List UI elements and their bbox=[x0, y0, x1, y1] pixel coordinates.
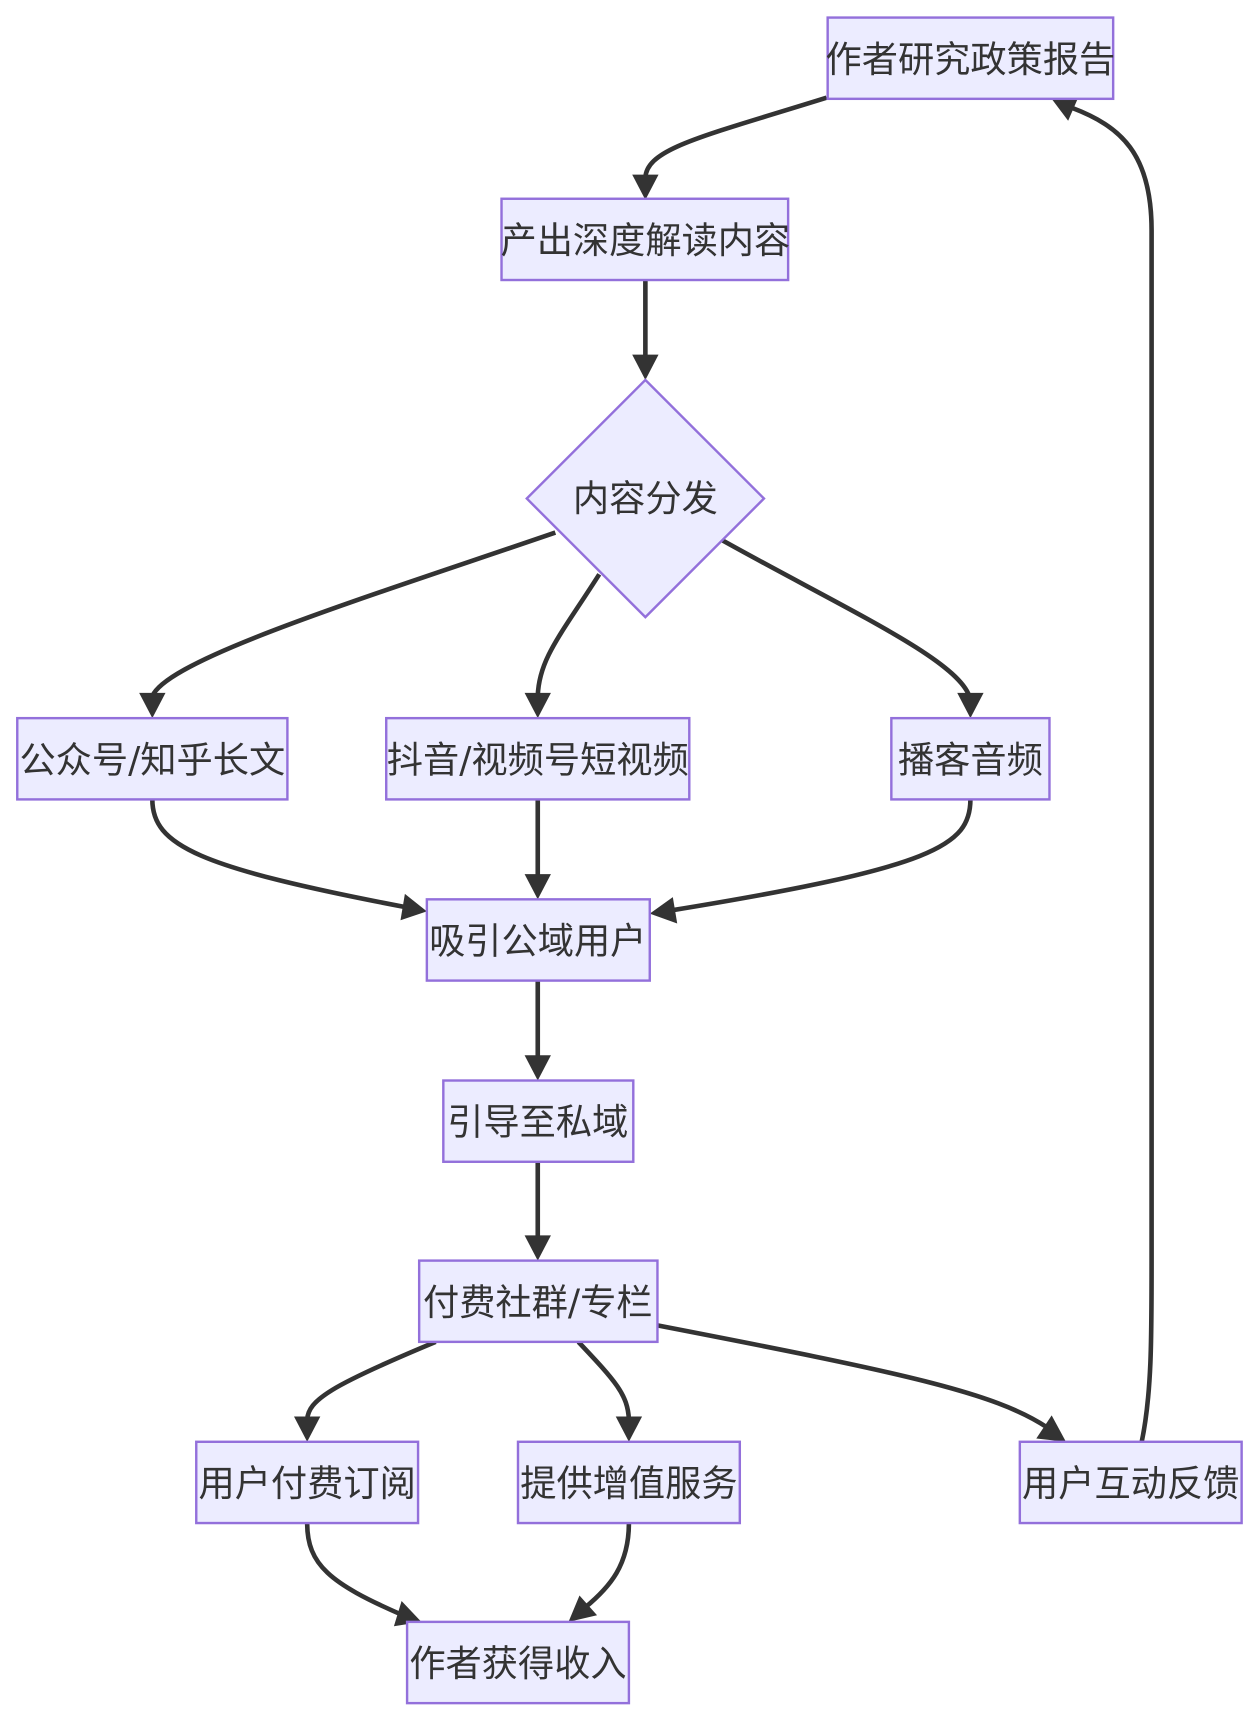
edge-research-to-produce bbox=[632, 95, 828, 200]
edges bbox=[139, 95, 1154, 1627]
edge-feedback-to-research bbox=[1051, 95, 1154, 1443]
node-produce[interactable]: 产出深度解读内容 bbox=[500, 197, 790, 282]
edge-produce-to-distribute bbox=[632, 280, 659, 380]
node-research-label: 作者研究政策报告 bbox=[826, 38, 1116, 81]
nodes: 作者研究政策报告 产出深度解读内容 内容分发 公众号/知乎长文 抖音/视频号短视… bbox=[16, 16, 1243, 1705]
node-podcast[interactable]: 播客音频 bbox=[890, 716, 1051, 801]
edge-paid-to-feedback bbox=[657, 1323, 1066, 1442]
node-subscribe-label: 用户付费订阅 bbox=[199, 1462, 416, 1505]
node-income[interactable]: 作者获得收入 bbox=[405, 1620, 631, 1705]
node-income-label: 作者获得收入 bbox=[409, 1642, 626, 1685]
edge-distribute-to-podcast bbox=[721, 538, 984, 719]
edge-private-to-paid bbox=[524, 1160, 551, 1261]
node-feedback[interactable]: 用户互动反馈 bbox=[1018, 1440, 1243, 1525]
node-podcast-label: 播客音频 bbox=[898, 738, 1043, 781]
node-private-label: 引导至私域 bbox=[447, 1101, 628, 1144]
node-longform[interactable]: 公众号/知乎长文 bbox=[16, 716, 289, 801]
edge-paid-to-valueadd bbox=[576, 1340, 643, 1442]
node-shortvideo[interactable]: 抖音/视频号短视频 bbox=[385, 716, 691, 801]
node-distribute-label: 内容分发 bbox=[573, 477, 718, 520]
node-valueadd-label: 提供增值服务 bbox=[520, 1462, 737, 1505]
edge-distribute-to-longform bbox=[139, 530, 557, 719]
edge-valueadd-to-income bbox=[568, 1523, 632, 1622]
edge-attract-to-private bbox=[524, 980, 551, 1081]
node-distribute[interactable]: 内容分发 bbox=[525, 378, 766, 619]
node-research[interactable]: 作者研究政策报告 bbox=[826, 16, 1116, 101]
node-longform-label: 公众号/知乎长文 bbox=[19, 738, 285, 781]
node-attract-label: 吸引公域用户 bbox=[429, 920, 646, 963]
node-shortvideo-label: 抖音/视频号短视频 bbox=[387, 738, 689, 781]
node-subscribe[interactable]: 用户付费订阅 bbox=[195, 1440, 420, 1525]
edge-distribute-to-shortvideo bbox=[524, 573, 602, 719]
edge-paid-to-subscribe bbox=[293, 1339, 437, 1442]
edge-subscribe-to-income bbox=[304, 1523, 422, 1627]
node-feedback-label: 用户互动反馈 bbox=[1022, 1462, 1239, 1505]
node-attract[interactable]: 吸引公域用户 bbox=[425, 898, 651, 982]
node-produce-label: 产出深度解读内容 bbox=[500, 219, 790, 262]
node-private[interactable]: 引导至私域 bbox=[442, 1079, 635, 1163]
node-paid[interactable]: 付费社群/专栏 bbox=[417, 1259, 659, 1344]
edge-longform-to-attract bbox=[150, 799, 427, 921]
edge-shortvideo-to-attract bbox=[524, 799, 551, 900]
node-valueadd[interactable]: 提供增值服务 bbox=[516, 1440, 742, 1525]
node-paid-label: 付费社群/专栏 bbox=[423, 1281, 653, 1324]
edge-podcast-to-attract bbox=[649, 799, 973, 924]
